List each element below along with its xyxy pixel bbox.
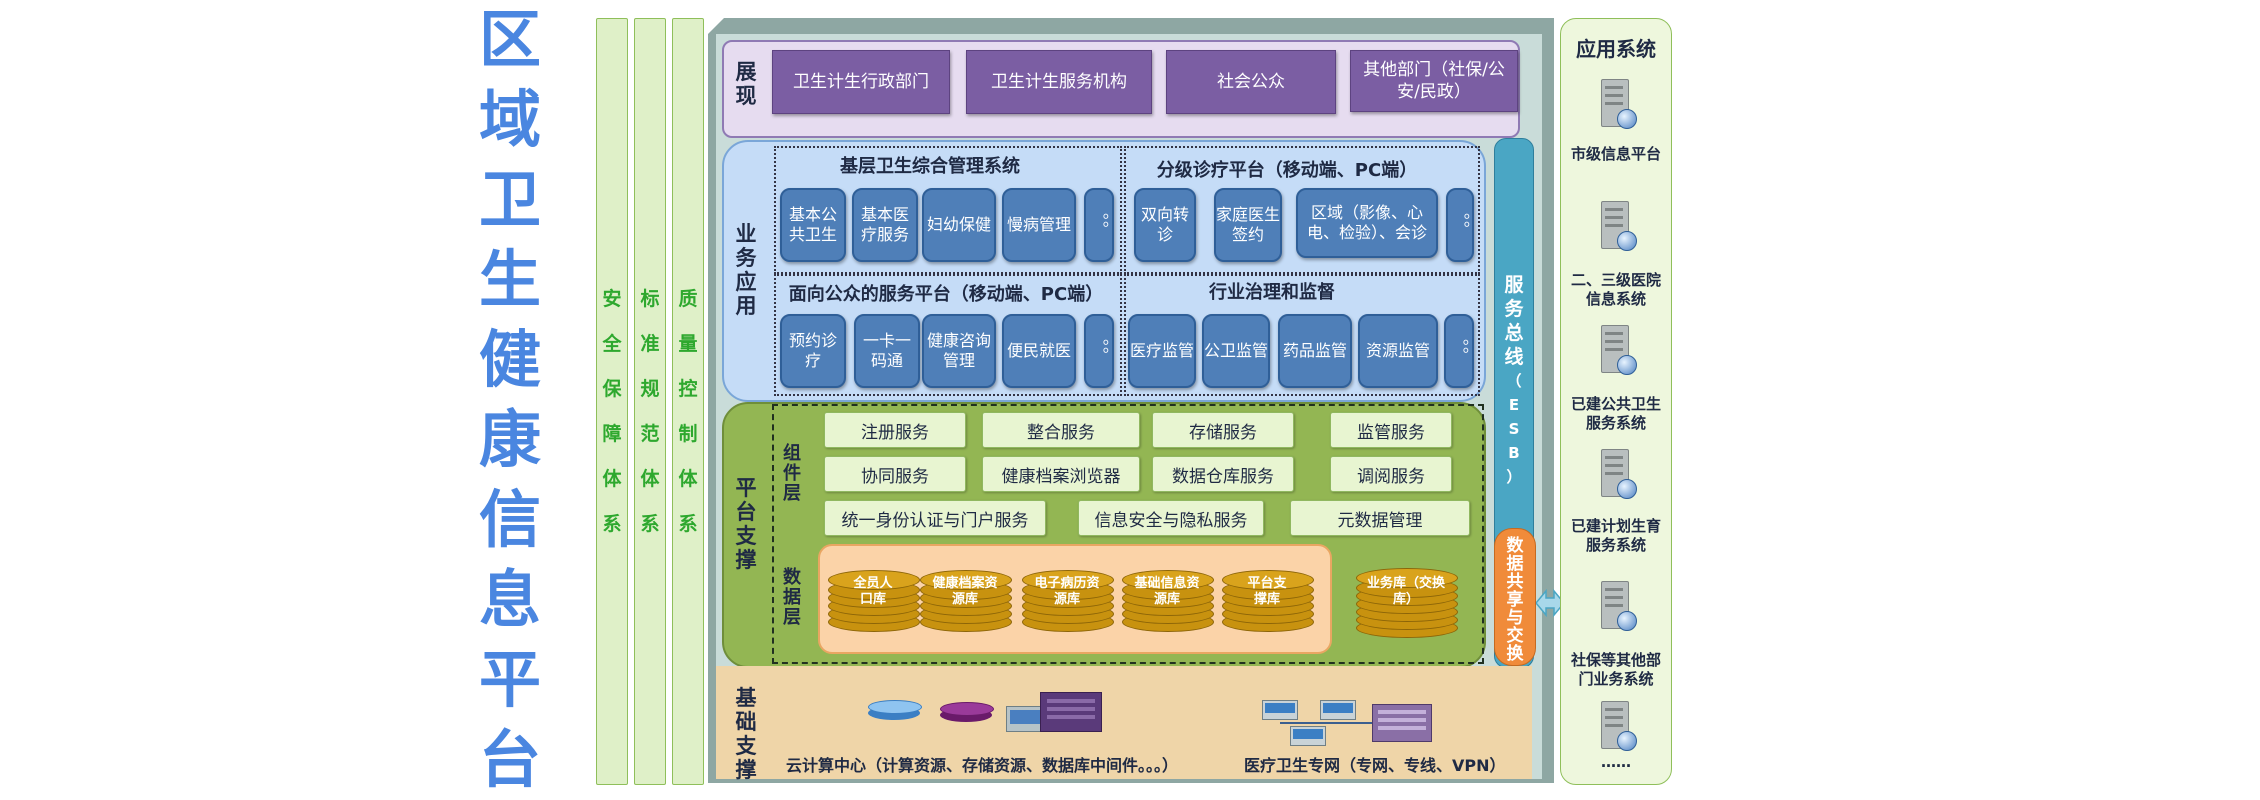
section-governance <box>1124 274 1480 396</box>
computer-icon <box>1290 726 1326 746</box>
server-cabinet-icon <box>1040 692 1102 732</box>
component-data-region <box>772 404 1484 664</box>
component-service: 元数据管理 <box>1290 500 1470 536</box>
globe-icon <box>1617 355 1637 375</box>
biz-item: 药品监管 <box>1278 314 1352 388</box>
base-label: 基础支撑 <box>735 686 757 782</box>
database-label: 业务库（交换库） <box>1366 576 1445 607</box>
biz-item: 基本公共卫生 <box>780 188 846 262</box>
computer-icon <box>1262 700 1298 720</box>
globe-icon <box>1617 479 1637 499</box>
platform-label: 平台支撑 <box>735 476 757 572</box>
component-service: 健康档案浏览器 <box>982 456 1140 492</box>
component-service: 注册服务 <box>824 412 966 448</box>
biz-item: 健康咨询管理 <box>922 314 996 388</box>
database-cylinder: 基础信息资源库 <box>1122 568 1214 632</box>
database-label: 全员人口库 <box>853 576 893 607</box>
database-disk-icon <box>940 702 994 724</box>
biz-item: 医疗监管 <box>1128 314 1196 388</box>
globe-icon <box>1617 109 1637 129</box>
section-title: 行业治理和监督 <box>1209 282 1335 303</box>
biz-item-more: 。。 <box>1084 314 1114 388</box>
biz-item: 资源监管 <box>1358 314 1438 388</box>
biz-item: 双向转诊 <box>1134 188 1196 262</box>
database-label: 平台支撑库 <box>1247 576 1287 607</box>
section-grassroots <box>774 146 1122 274</box>
presentation-label: 展现 <box>735 60 757 108</box>
app-system-label: 已建公共卫生服务系统 <box>1571 395 1662 432</box>
biz-item: 妇幼保健 <box>922 188 996 262</box>
network-server-icon <box>1372 704 1432 742</box>
component-service: 整合服务 <box>982 412 1140 448</box>
database-cylinder: 平台支撑库 <box>1222 568 1314 632</box>
database-cylinder: 健康档案资源库 <box>920 568 1012 632</box>
app-system-label: 二、三级医院信息系统 <box>1570 271 1661 308</box>
globe-icon <box>1617 731 1637 751</box>
app-system-label: 市级信息平台 <box>1571 145 1662 163</box>
database-label: 健康档案资源库 <box>932 576 998 607</box>
database-label: 电子病历资源库 <box>1034 576 1100 607</box>
component-label: 组件层 <box>783 443 801 504</box>
globe-icon <box>1617 231 1637 251</box>
network-line <box>1280 722 1390 724</box>
component-service: 信息安全与隐私服务 <box>1078 500 1264 536</box>
platform-title: 区域 卫生 健康 信息 平台 <box>478 3 541 796</box>
presentation-item: 社会公众 <box>1166 50 1336 114</box>
biz-item: 一卡一码通 <box>854 314 920 388</box>
business-label: 业务应用 <box>735 222 757 318</box>
presentation-item: 其他部门（社保/公安/民政） <box>1350 50 1518 112</box>
biz-item: 区域（影像、心电、检验）、会诊 <box>1296 188 1438 258</box>
bidirectional-arrow-icon <box>1536 588 1564 618</box>
storage-disk-icon <box>868 700 922 722</box>
globe-icon <box>1617 611 1637 631</box>
app-system-label: 社保等其他部门业务系统 <box>1570 651 1661 688</box>
exchange-database: 业务库（交换库） <box>1356 566 1458 638</box>
pillar-standards: 标准规 范体系 <box>634 18 666 785</box>
health-network-text: 医疗卫生专网（专网、专线、VPN） <box>1244 756 1506 775</box>
computer-icon <box>1320 700 1356 720</box>
section-public-services <box>774 274 1122 396</box>
section-title: 分级诊疗平台（移动端、PC端） <box>1156 160 1418 181</box>
pillar-quality: 质量控 制体系 <box>672 18 704 785</box>
biz-item: 公卫监管 <box>1202 314 1270 388</box>
app-system-label: …… <box>1601 753 1631 771</box>
biz-item: 便民就医 <box>1002 314 1076 388</box>
component-service: 监管服务 <box>1330 412 1452 448</box>
biz-item: 预约诊疗 <box>780 314 846 388</box>
component-service: 调阅服务 <box>1330 456 1452 492</box>
biz-item: 基本医疗服务 <box>852 188 918 262</box>
database-cylinder: 全员人口库 <box>828 568 920 632</box>
cloud-center-text: 云计算中心（计算资源、存储资源、数据库中间件。。。） <box>786 756 1179 775</box>
pillar-security: 安全保 障体系 <box>596 18 628 785</box>
app-system-label: 已建计划生育服务系统 <box>1571 517 1662 554</box>
biz-item: 家庭医生签约 <box>1214 188 1282 262</box>
data-label: 数据层 <box>783 567 801 628</box>
component-service: 数据仓库服务 <box>1152 456 1294 492</box>
component-service: 统一身份认证与门户服务 <box>824 500 1046 536</box>
apps-title: 应用系统 <box>1576 37 1656 61</box>
data-share-exchange: 数据共 享与交 换 <box>1494 528 1536 666</box>
presentation-item: 卫生计生行政部门 <box>772 50 950 114</box>
database-label: 基础信息资源库 <box>1134 576 1200 607</box>
database-cylinder: 电子病历资源库 <box>1022 568 1114 632</box>
biz-item: 慢病管理 <box>1002 188 1076 262</box>
biz-item-more: 。。 <box>1446 188 1474 262</box>
section-title: 基层卫生综合管理系统 <box>840 156 1020 177</box>
presentation-item: 卫生计生服务机构 <box>966 50 1152 114</box>
application-systems-panel: 应用系统 市级信息平台 二、三级医院信息系统 已建公共卫生服务系统 已建计划生育… <box>1560 18 1672 785</box>
biz-item-more: 。。 <box>1084 188 1114 262</box>
component-service: 存储服务 <box>1152 412 1294 448</box>
section-title: 面向公众的服务平台（移动端、PC端） <box>788 284 1104 305</box>
section-tiered-care <box>1124 146 1480 274</box>
biz-item-more: 。。 <box>1444 314 1474 388</box>
component-service: 协同服务 <box>824 456 966 492</box>
